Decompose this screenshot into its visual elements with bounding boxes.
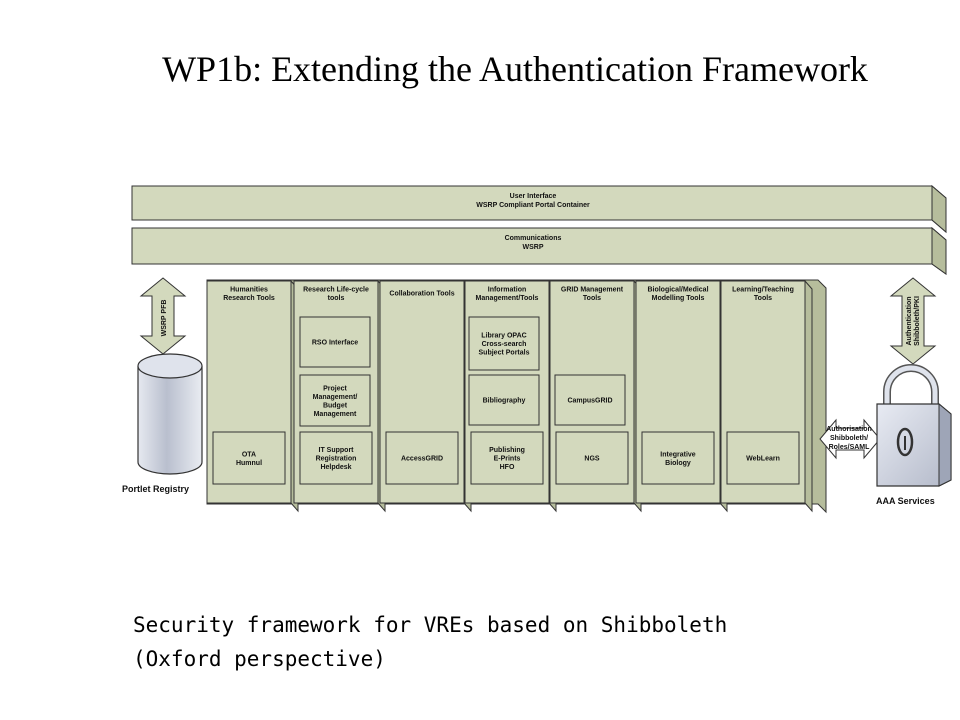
tool-box-label-line-1: Project	[323, 385, 347, 392]
service-box	[726, 431, 800, 485]
service-box-label-line-1: NGS	[584, 456, 600, 463]
tool-box-label-line-2: Management/	[313, 394, 358, 401]
tool-box	[554, 374, 626, 426]
service-box-label-line-3: HFO	[500, 464, 515, 471]
page-title: WP1b: Extending the Authentication Frame…	[162, 49, 868, 89]
service-box-label-line-1: WebLearn	[746, 456, 780, 463]
authorisation-line2: Shibboleth/	[830, 435, 868, 442]
column-header-line-2: Research Tools	[223, 295, 275, 302]
figure-caption: Security framework for VREs based on Shi…	[133, 608, 833, 676]
service-box-label-line-2: Biology	[665, 460, 691, 467]
column-header-line-1: GRID Management	[561, 286, 624, 293]
authentication-arrow: Authentication Shibboleth/PKI	[889, 277, 937, 365]
column-header-line-1: Collaboration Tools	[389, 291, 454, 298]
tool-box-label-line-2: Cross-search	[482, 341, 527, 348]
tool-box-label-line-4: Management	[314, 411, 357, 418]
service-box	[299, 431, 373, 485]
service-box-label-line-1: IT Support	[319, 447, 355, 454]
service-box-label-line-1: Publishing	[489, 447, 525, 454]
authorisation-line3: Roles/SAML	[829, 444, 871, 451]
service-box-label-line-3: Helpdesk	[320, 464, 351, 471]
portlet-registry-label: Portlet Registry	[122, 484, 189, 494]
communications-bar: Communications WSRP	[131, 226, 947, 275]
column-header-line-2: Tools	[754, 295, 772, 302]
service-box-label-line-1: AccessGRID	[401, 456, 443, 463]
column-header-line-2: Management/Tools	[476, 295, 539, 302]
tool-box-label-line-1: RSO Interface	[312, 340, 358, 347]
column-header-line-2: Modelling Tools	[652, 295, 705, 302]
wsrp-pfb-label: WSRP PFB	[161, 300, 168, 337]
wsrp-label: WSRP	[523, 244, 544, 251]
column-header-line-1: Research Life-cycle	[303, 286, 369, 293]
portal-container-label: WSRP Compliant Portal Container	[476, 202, 590, 209]
column-header-line-2: Tools	[583, 295, 601, 302]
portlet-registry-cylinder: Portlet Registry	[122, 353, 203, 494]
shibboleth-pki-label: Shibboleth/PKI	[914, 296, 921, 346]
security-architecture-diagram: User Interface WSRP Compliant Portal Con…	[122, 184, 952, 514]
authentication-label: Authentication	[906, 297, 913, 346]
caption-line-2: (Oxford perspective)	[133, 647, 386, 671]
tool-box-label-line-1: CampusGRID	[567, 398, 612, 405]
authorisation-arrow: Authorisation Shibboleth/ Roles/SAML	[819, 418, 881, 460]
column-header-line-1: Humanities	[230, 286, 268, 293]
caption-line-1: Security framework for VREs based on Shi…	[133, 613, 728, 637]
padlock-icon: AAA Services	[876, 364, 952, 506]
tool-box	[468, 316, 540, 371]
wsrp-pfb-arrow: WSRP PFB	[139, 277, 187, 355]
column-header-line-1: Learning/Teaching	[732, 286, 794, 293]
user-interface-label: User Interface	[510, 193, 557, 200]
tool-box	[299, 374, 371, 427]
service-box-label-line-2: Humnul	[236, 460, 262, 467]
authorisation-line1: Authorisation	[826, 426, 872, 433]
service-box	[385, 431, 459, 485]
service-box-label-line-2: Registration	[316, 456, 357, 463]
service-box-label-line-2: E-Prints	[494, 456, 521, 463]
tool-box	[299, 316, 371, 368]
column-header-line-1: Information	[488, 286, 527, 293]
service-box	[641, 431, 715, 485]
column-header-line-1: Biological/Medical	[647, 286, 708, 293]
user-interface-bar: User Interface WSRP Compliant Portal Con…	[131, 184, 947, 234]
service-box-label-line-1: OTA	[242, 451, 256, 458]
service-box-label-line-1: Integrative	[660, 451, 696, 458]
service-box	[212, 431, 286, 485]
tool-box-label-line-1: Bibliography	[483, 398, 526, 405]
column-side	[804, 279, 813, 513]
aaa-services-label: AAA Services	[876, 496, 935, 506]
tool-box-label-line-1: Library OPAC	[481, 333, 526, 340]
column-header-line-2: tools	[328, 295, 345, 302]
service-box	[555, 431, 629, 485]
tool-box-label-line-3: Budget	[323, 402, 348, 409]
tool-box	[468, 374, 540, 426]
tool-box-label-line-3: Subject Portals	[479, 350, 530, 357]
communications-label: Communications	[505, 235, 562, 242]
service-box	[470, 431, 544, 485]
